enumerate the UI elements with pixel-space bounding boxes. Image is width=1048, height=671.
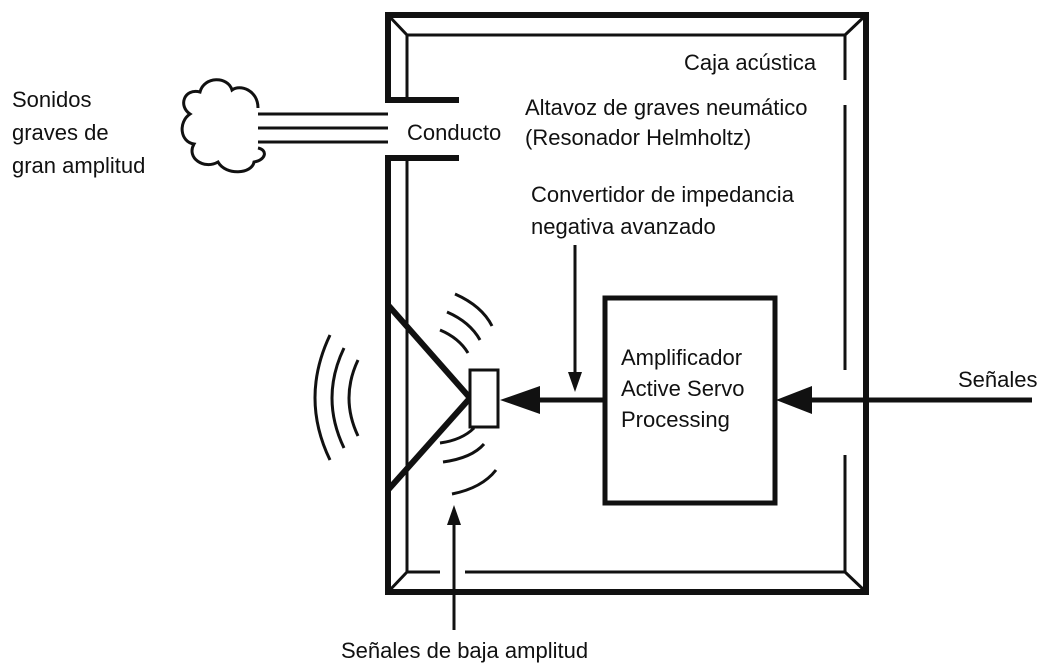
external-sound-waves-icon (313, 334, 360, 461)
amplifier-label-line2: Active Servo (621, 376, 745, 401)
bevel-bottom-right (843, 570, 868, 594)
low-signals-label: Señales de baja amplitud (341, 638, 589, 663)
duct-label: Conducto (407, 120, 502, 145)
amplifier-label-line1: Amplificador (621, 345, 743, 370)
converter-label-line2: negativa avanzado (531, 214, 716, 239)
voice-coil (468, 368, 500, 429)
bevel-top-right (843, 13, 868, 37)
sound-label-line2: graves de (12, 120, 109, 145)
internal-sound-waves-upper-icon (439, 292, 494, 354)
woofer-label-line1: Altavoz de graves neumático (525, 95, 808, 120)
speaker-cone (385, 303, 500, 492)
inner-top-left (405, 33, 847, 100)
internal-sound-waves-lower-icon (439, 426, 498, 496)
sound-label-line1: Sonidos (12, 87, 92, 112)
cabinet-walls (385, 12, 869, 595)
signals-label: Señales (958, 367, 1038, 392)
cabinet-label: Caja acústica (684, 50, 817, 75)
bevel-top-left (386, 13, 409, 37)
cabinet-outer-wall (385, 12, 869, 595)
low-signal-arrowhead-icon (447, 505, 461, 525)
sound-cloud-icon (180, 78, 266, 174)
amplifier-label-line3: Processing (621, 407, 730, 432)
input-arrowhead-icon (776, 386, 812, 414)
amplifier-box (602, 295, 778, 506)
signal-arrows (500, 386, 1032, 414)
sound-flow-lines (258, 112, 388, 144)
bevel-bottom-left (386, 570, 409, 594)
converter-label-line1: Convertidor de impedancia (531, 182, 794, 207)
cabinet-inner-bevel (386, 13, 868, 594)
duct (388, 97, 459, 161)
output-arrowhead-icon (500, 386, 540, 414)
converter-pointer (568, 245, 582, 392)
woofer-label-line2: (Resonador Helmholtz) (525, 125, 752, 150)
low-signal-pointer (447, 505, 461, 630)
converter-arrowhead-icon (568, 372, 582, 392)
sound-label-line3: gran amplitud (12, 153, 146, 178)
